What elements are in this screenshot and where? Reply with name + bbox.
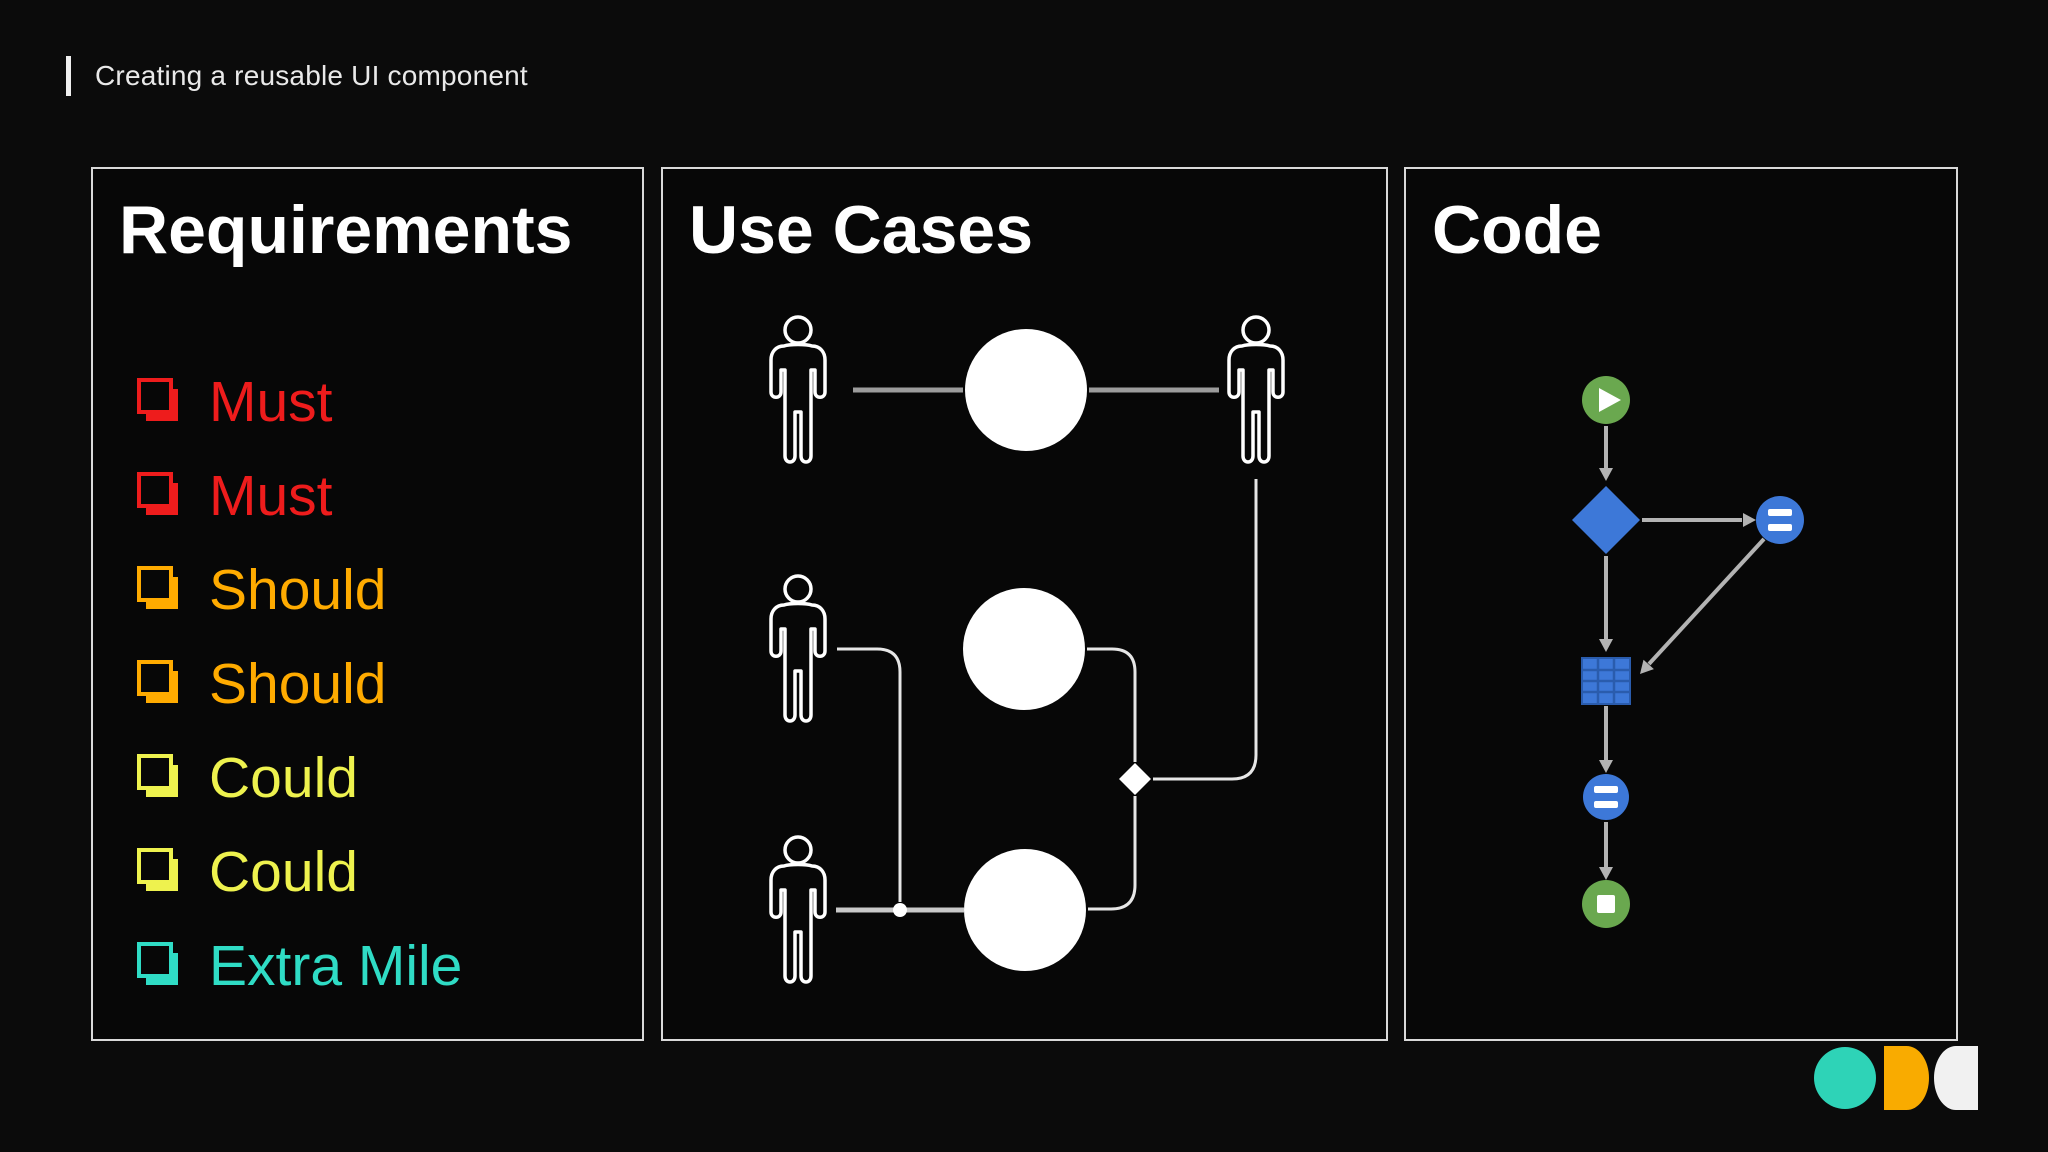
actor-icon — [1227, 315, 1285, 464]
use-cases-panel-title: Use Cases — [689, 192, 1034, 268]
table-icon — [1581, 657, 1631, 705]
equals-icon — [1768, 509, 1792, 531]
use-cases-panel: Use Cases — [661, 167, 1388, 1041]
stop-icon — [1597, 895, 1615, 913]
requirement-item: Must — [137, 449, 462, 543]
teal-circle-icon — [1814, 1047, 1876, 1109]
checkbox-icon — [137, 378, 183, 426]
checkbox-icon — [137, 472, 183, 520]
requirement-item: Must — [137, 355, 462, 449]
requirement-item: Could — [137, 825, 462, 919]
junction-dot — [893, 903, 907, 917]
requirement-label: Should — [209, 558, 387, 622]
actor-icon — [769, 835, 827, 984]
assignment-node — [1756, 496, 1804, 544]
checkbox-icon — [137, 566, 183, 614]
use-case-node — [965, 329, 1087, 451]
equals-icon — [1594, 786, 1618, 808]
requirements-list: Must Must Should Should Could Could Extr… — [137, 355, 462, 1013]
decision-diamond — [1572, 486, 1640, 554]
requirement-item: Should — [137, 543, 462, 637]
checkbox-icon — [137, 754, 183, 802]
use-case-diagram — [769, 315, 1285, 984]
header-accent-bar — [66, 56, 71, 96]
use-case-node — [964, 849, 1086, 971]
checkbox-icon — [137, 942, 183, 990]
connector-line — [1088, 796, 1137, 911]
requirement-label: Could — [209, 746, 358, 810]
brand-logo — [1814, 1046, 1984, 1112]
code-flowchart — [1572, 376, 1804, 928]
decision-diamond — [1119, 763, 1151, 795]
requirement-item: Extra Mile — [137, 919, 462, 1013]
requirement-label: Extra Mile — [209, 934, 463, 998]
use-case-node — [963, 588, 1085, 710]
code-panel-title: Code — [1432, 192, 1602, 268]
requirement-item: Should — [137, 637, 462, 731]
connector-line — [1153, 479, 1258, 781]
requirement-item: Could — [137, 731, 462, 825]
assignment-node — [1583, 774, 1629, 820]
code-panel: Code — [1404, 167, 1958, 1041]
requirements-panel-title: Requirements — [119, 192, 573, 268]
checkbox-icon — [137, 848, 183, 896]
orange-half-circle-icon — [1884, 1046, 1929, 1110]
requirement-label: Must — [209, 370, 333, 434]
requirement-label: Could — [209, 840, 358, 904]
actor-icon — [769, 574, 827, 723]
play-icon — [1599, 388, 1621, 412]
requirement-label: Must — [209, 464, 333, 528]
actor-icon — [769, 315, 827, 464]
connector-line — [837, 647, 902, 902]
requirement-label: Should — [209, 652, 387, 716]
checkbox-icon — [137, 660, 183, 708]
slide-header: Creating a reusable UI component — [66, 56, 528, 96]
flow-arrows — [1599, 426, 1766, 880]
slide-title: Creating a reusable UI component — [95, 60, 528, 91]
requirements-panel: Requirements Must Must Should Should Cou… — [91, 167, 644, 1041]
white-half-circle-icon — [1934, 1046, 1978, 1110]
connector-line — [1087, 647, 1137, 762]
